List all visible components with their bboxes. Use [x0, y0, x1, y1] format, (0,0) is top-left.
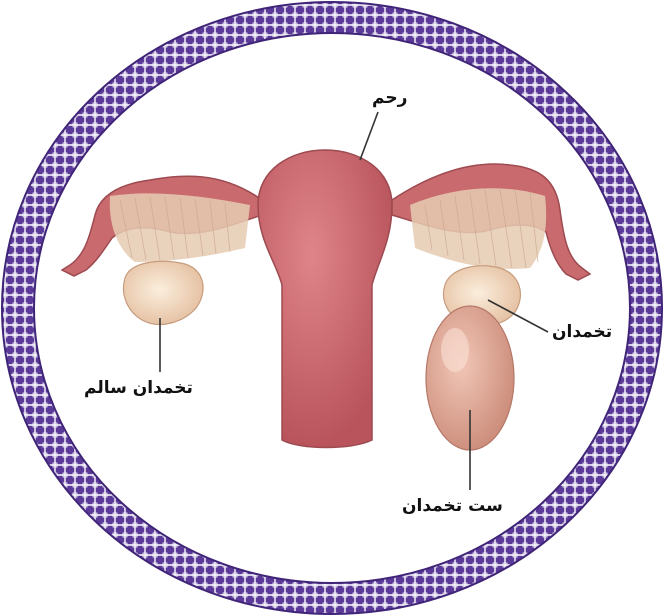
ovarian-cyst-label: ست تخمدان — [402, 496, 503, 516]
healthy-ovary-label: تخمدان سالم — [84, 378, 193, 398]
uterus-label: رحم — [372, 88, 407, 108]
ovary-label: تخمدان — [552, 322, 612, 342]
